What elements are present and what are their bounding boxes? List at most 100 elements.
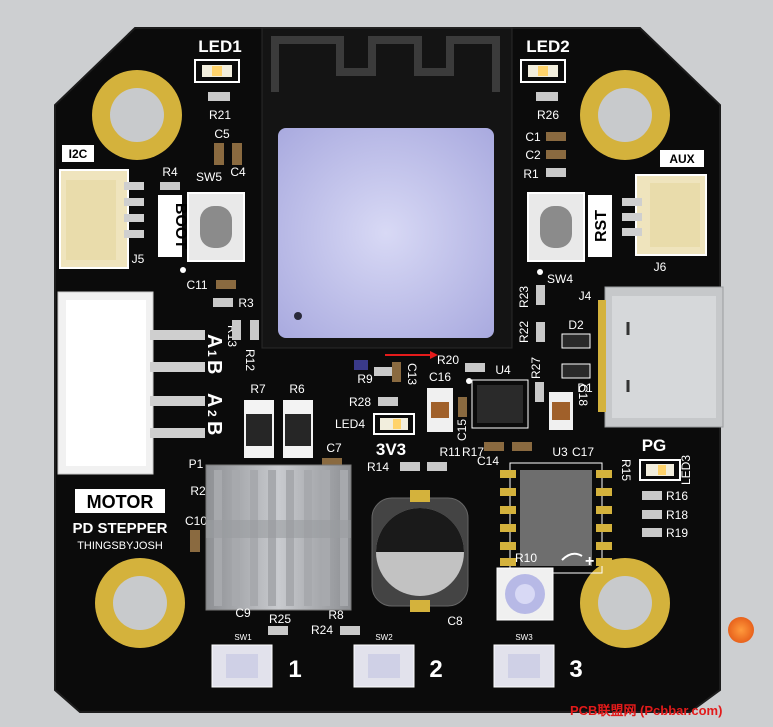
c4-label: C4 [230, 165, 246, 179]
plus-mark: + [585, 553, 594, 570]
motor-label: MOTOR [87, 492, 154, 512]
led4-component [373, 413, 415, 435]
motor-header-box: MOTOR [75, 489, 165, 513]
c1-label: C1 [525, 130, 541, 144]
u3-label: U3 [552, 445, 568, 459]
c17-label: C17 [572, 445, 594, 459]
pin-a2: A [203, 393, 225, 407]
aux-header-box: AUX [660, 150, 704, 167]
led2-component [520, 59, 566, 83]
i2c-label: I2C [69, 147, 88, 161]
r10-potentiometer[interactable] [496, 567, 554, 621]
j6-connector[interactable] [622, 174, 707, 256]
c7-label: C7 [326, 441, 342, 455]
sw5-label: SW5 [196, 170, 222, 184]
sw3-number: 3 [569, 656, 582, 683]
heatsink [205, 464, 352, 611]
j5-label: J5 [132, 252, 145, 266]
r11-label: R11 [439, 445, 460, 459]
orange-indicator-dot [728, 617, 754, 643]
r9-label: R9 [357, 372, 373, 386]
motor-pin-labels: A 1 B A 2 B [203, 334, 225, 435]
led3-label: LED3 [679, 455, 693, 485]
pin-a2-sub: 2 [205, 410, 219, 417]
c11-label: C11 [186, 278, 207, 292]
u4-chip [471, 379, 529, 429]
r23-label: R23 [517, 286, 531, 308]
r7-label: R7 [250, 382, 266, 396]
r19-label: R19 [666, 526, 688, 540]
pin-b2: B [203, 421, 225, 435]
r14-label: R14 [367, 460, 389, 474]
c15-label: C15 [455, 419, 469, 441]
r4-label: R4 [162, 165, 178, 179]
mounting-hole-top-right [580, 70, 670, 160]
watermark: PCB联盟网 (Pcbbar.com) [570, 703, 723, 718]
r22-label: R22 [517, 321, 531, 343]
r8-label: R8 [328, 608, 344, 622]
r27-label: R27 [529, 357, 543, 379]
c18-label: C18 [576, 384, 590, 406]
i2c-header-box: I2C [62, 145, 94, 162]
r26-label: R26 [537, 108, 559, 122]
usb-c-port[interactable] [598, 286, 724, 428]
antenna-trace [271, 36, 500, 92]
sw1-button[interactable]: SW1 [211, 633, 273, 688]
rst-button[interactable] [527, 192, 585, 262]
sw3-button[interactable]: SW3 [493, 633, 555, 688]
mounting-hole-bottom-left [95, 558, 185, 648]
r20-label: R20 [437, 353, 459, 367]
led1-label: LED1 [198, 37, 241, 56]
c8-label: C8 [447, 614, 463, 628]
r3-label: R3 [238, 296, 254, 310]
motor-connector[interactable] [57, 291, 205, 475]
sw2-number: 2 [429, 656, 442, 683]
c16-capacitor [427, 388, 453, 432]
r1-label: R1 [523, 167, 539, 181]
boot-label-box: BOOT [158, 195, 189, 257]
j5-connector[interactable] [59, 169, 144, 269]
c14-label: C14 [477, 454, 499, 468]
sw2-button[interactable]: SW2 [353, 633, 415, 688]
sw2-label: SW2 [375, 633, 393, 642]
sw1-number: 1 [288, 656, 301, 683]
r15-label: R15 [619, 459, 633, 481]
j4-label: J4 [579, 289, 592, 303]
u4-label: U4 [495, 363, 511, 377]
sw4-label: SW4 [547, 272, 573, 286]
r25-label: R25 [269, 612, 291, 626]
rst-label-box: RST [588, 195, 612, 257]
wifi-module [261, 27, 513, 349]
d2-label: D2 [568, 318, 584, 332]
c10-label: C10 [185, 514, 207, 528]
rail-3v3-label: 3V3 [376, 440, 406, 459]
pg-label: PG [642, 436, 667, 455]
r28-label: R28 [349, 395, 371, 409]
r21-label: R21 [209, 108, 231, 122]
c8-capacitor [371, 490, 469, 612]
r16-label: R16 [666, 489, 688, 503]
sw1-label: SW1 [234, 633, 252, 642]
led1-component [194, 59, 240, 83]
r24-label: R24 [311, 623, 333, 637]
c18-capacitor [549, 392, 573, 430]
r2-label: R2 [190, 484, 206, 498]
sw3-label: SW3 [515, 633, 533, 642]
led3-component [639, 459, 681, 481]
mounting-hole-top-left [92, 70, 182, 160]
j6-label: J6 [654, 260, 667, 274]
r12-label: R12 [243, 349, 257, 371]
c2-label: C2 [525, 148, 541, 162]
r6-label: R6 [289, 382, 305, 396]
r18-label: R18 [666, 508, 688, 522]
r17-label: R17 [462, 445, 484, 459]
c16-label: C16 [429, 370, 451, 384]
boot-label: BOOT [172, 203, 189, 249]
boot-button[interactable] [187, 192, 245, 262]
c13-label: C13 [405, 363, 419, 385]
r10-label: R10 [515, 551, 537, 565]
pin-b1: B [203, 360, 225, 374]
c9-label: C9 [235, 606, 251, 620]
